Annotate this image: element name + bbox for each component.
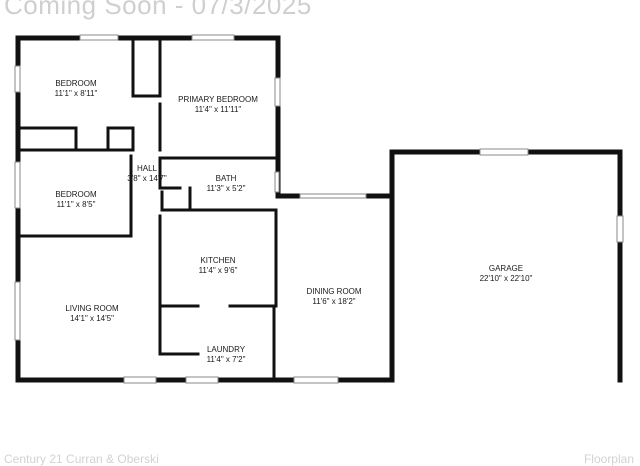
svg-text:11'3" x 5'2": 11'3" x 5'2" [207, 184, 246, 193]
window [293, 376, 339, 384]
window [185, 376, 219, 384]
svg-text:DINING ROOM: DINING ROOM [306, 287, 361, 296]
room-label-living-room: LIVING ROOM 14'1" x 14'5" [65, 304, 119, 323]
svg-text:LIVING ROOM: LIVING ROOM [65, 304, 119, 313]
listing-agent: Century 21 Curran & Oberski [4, 452, 159, 466]
svg-text:11'4" x 9'6": 11'4" x 9'6" [199, 266, 238, 275]
room-label-kitchen: KITCHEN 11'4" x 9'6" [199, 256, 238, 275]
svg-text:HALL: HALL [137, 164, 158, 173]
room-label-bedroom-2: BEDROOM 11'1" x 8'5" [55, 190, 97, 209]
window [79, 34, 119, 41]
window [123, 376, 157, 384]
room-label-bedroom-1: BEDROOM 11'1" x 8'11" [55, 79, 98, 98]
window [616, 215, 624, 243]
svg-text:LAUNDRY: LAUNDRY [207, 345, 246, 354]
svg-text:11'1" x 8'5": 11'1" x 8'5" [57, 200, 96, 209]
window [191, 34, 235, 41]
svg-text:BATH: BATH [216, 174, 237, 183]
window [274, 77, 281, 107]
room-label-hall: HALL 3'8" x 14'7" [127, 164, 167, 183]
svg-text:3'8" x 14'7": 3'8" x 14'7" [127, 174, 167, 183]
svg-text:BEDROOM: BEDROOM [55, 190, 97, 199]
svg-text:GARAGE: GARAGE [489, 264, 523, 273]
room-label-garage: GARAGE 22'10" x 22'10" [480, 264, 533, 283]
window [299, 193, 367, 199]
window [14, 161, 21, 209]
svg-text:11'4" x 11'11": 11'4" x 11'11" [195, 105, 242, 114]
svg-text:BEDROOM: BEDROOM [55, 79, 97, 88]
windows [14, 34, 624, 384]
svg-text:22'10" x 22'10": 22'10" x 22'10" [480, 274, 533, 283]
window [14, 65, 21, 93]
window [14, 281, 21, 341]
svg-text:PRIMARY BEDROOM: PRIMARY BEDROOM [178, 95, 258, 104]
house-walls [15, 35, 395, 383]
interior-walls [18, 38, 278, 380]
room-label-laundry: LAUNDRY 11'4" x 7'2" [207, 345, 246, 364]
room-label-bath: BATH 11'3" x 5'2" [207, 174, 246, 193]
svg-text:14'1" x 14'5": 14'1" x 14'5" [70, 314, 114, 323]
status-banner: Coming Soon - 07/3/2025 [4, 0, 312, 20]
svg-text:11'6" x 18'2": 11'6" x 18'2" [312, 297, 355, 306]
garage-walls [389, 149, 623, 383]
room-label-primary-bedroom: PRIMARY BEDROOM 11'4" x 11'11" [178, 95, 258, 114]
window [479, 148, 529, 156]
room-label-dining-room: DINING ROOM 11'6" x 18'2" [306, 287, 361, 306]
floorplan-credit: Floorplan [583, 452, 634, 466]
svg-text:11'1" x 8'11": 11'1" x 8'11" [55, 89, 98, 98]
svg-text:KITCHEN: KITCHEN [200, 256, 235, 265]
svg-text:11'4" x 7'2": 11'4" x 7'2" [207, 355, 246, 364]
window [274, 171, 280, 193]
